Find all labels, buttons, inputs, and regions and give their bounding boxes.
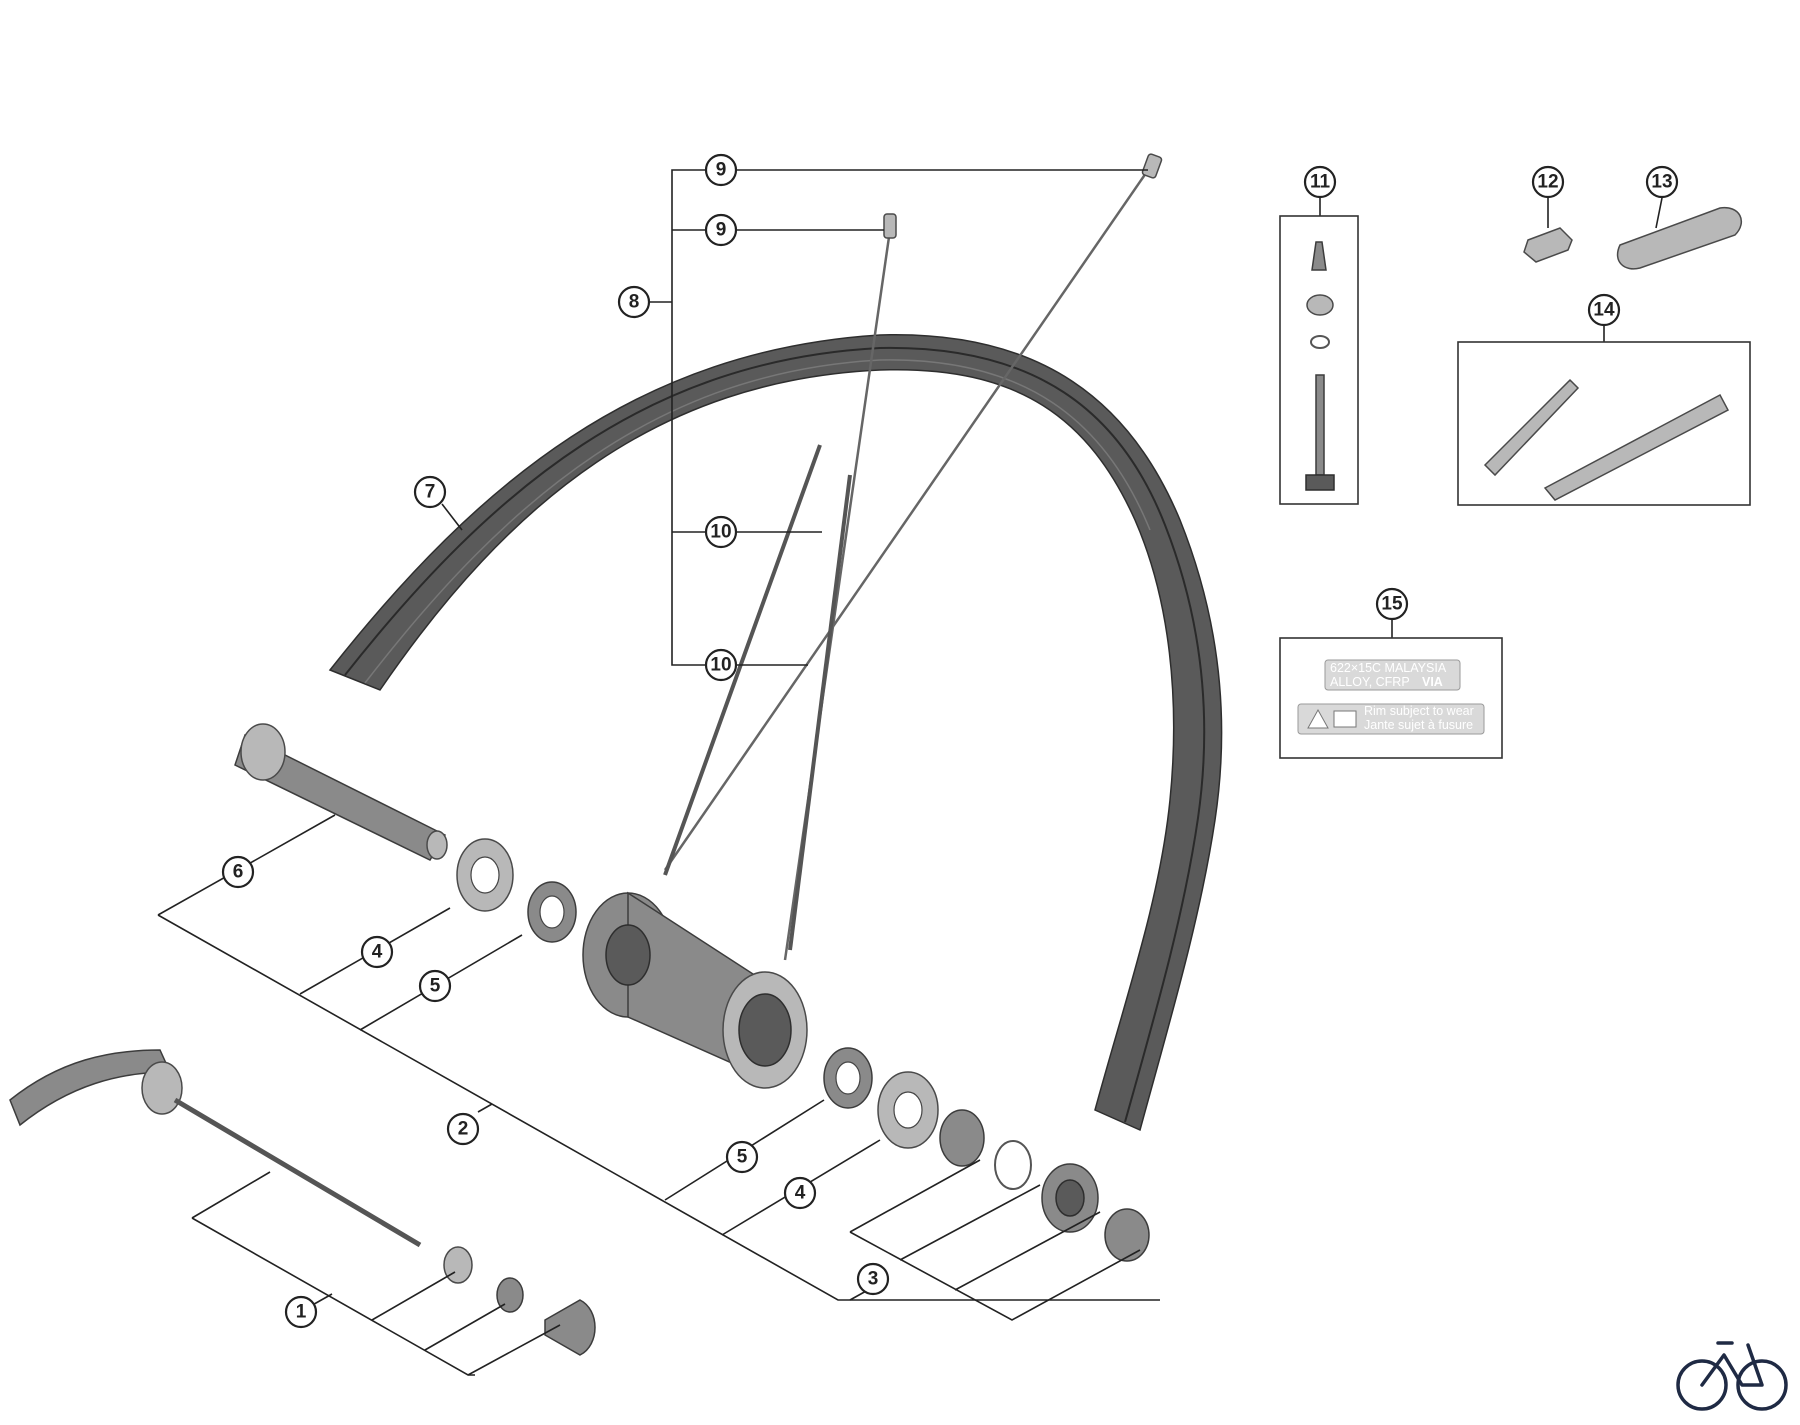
rim-brand-text: VIA [1422, 675, 1443, 689]
left-bearing-parts [456, 838, 577, 943]
callout-15: 15 [1375, 587, 1409, 621]
rim-tape-box [1457, 326, 1751, 506]
axle [234, 723, 448, 861]
callout-13: 13 [1645, 165, 1679, 199]
callout-1: 1 [284, 1295, 318, 1329]
rim [328, 334, 1223, 1132]
callout-12: 12 [1531, 165, 1565, 199]
svg-text:10: 10 [710, 655, 731, 676]
wear-warning-en: Rim subject to wear [1364, 704, 1474, 718]
svg-text:14: 14 [1593, 300, 1615, 321]
spoke-key [1523, 197, 1742, 270]
rim-label-box: 622×15C MALAYSIA ALLOY, CFRP VIA Rim sub… [1279, 620, 1503, 759]
callout-7: 7 [413, 475, 447, 509]
svg-text:5: 5 [430, 976, 441, 997]
callout-9-top: 9 [704, 153, 738, 187]
svg-text:1: 1 [296, 1302, 307, 1323]
callout-5-left: 5 [418, 969, 452, 1003]
svg-text:6: 6 [233, 862, 244, 883]
svg-text:8: 8 [629, 292, 640, 313]
leader-lines [157, 169, 1160, 1376]
callout-3: 3 [856, 1262, 890, 1296]
right-bearing-parts [823, 1047, 1150, 1262]
hub-body [582, 891, 808, 1089]
rim-size-text: 622×15C MALAYSIA [1330, 661, 1447, 675]
svg-text:12: 12 [1537, 172, 1558, 193]
svg-text:11: 11 [1310, 172, 1331, 193]
svg-text:9: 9 [716, 220, 727, 241]
callout-2: 2 [446, 1112, 480, 1146]
wear-warning-fr: Jante sujet à fusure [1364, 718, 1473, 732]
valve-parts-box [1279, 198, 1359, 505]
callout-9-bottom: 9 [704, 213, 738, 247]
callout-6: 6 [221, 855, 255, 889]
callout-10-top: 10 [704, 515, 738, 549]
svg-text:2: 2 [458, 1119, 469, 1140]
bicycle-icon [1676, 1341, 1788, 1411]
callout-4-right: 4 [783, 1176, 817, 1210]
callout-14: 14 [1587, 293, 1621, 327]
svg-text:9: 9 [716, 160, 727, 181]
rim-material-text: ALLOY, CFRP [1330, 675, 1410, 689]
svg-text:15: 15 [1381, 594, 1403, 615]
spokes [663, 153, 1163, 961]
svg-text:3: 3 [868, 1269, 879, 1290]
quick-release [9, 1049, 596, 1356]
svg-text:13: 13 [1651, 172, 1672, 193]
svg-text:10: 10 [710, 522, 731, 543]
svg-text:4: 4 [795, 1183, 806, 1204]
svg-text:5: 5 [737, 1147, 748, 1168]
svg-text:7: 7 [425, 482, 436, 503]
callout-5-right: 5 [725, 1140, 759, 1174]
callout-4-left: 4 [360, 935, 394, 969]
callout-8: 8 [617, 285, 651, 319]
svg-text:4: 4 [372, 942, 383, 963]
callout-11: 11 [1303, 165, 1337, 199]
callout-10-bottom: 10 [704, 648, 738, 682]
